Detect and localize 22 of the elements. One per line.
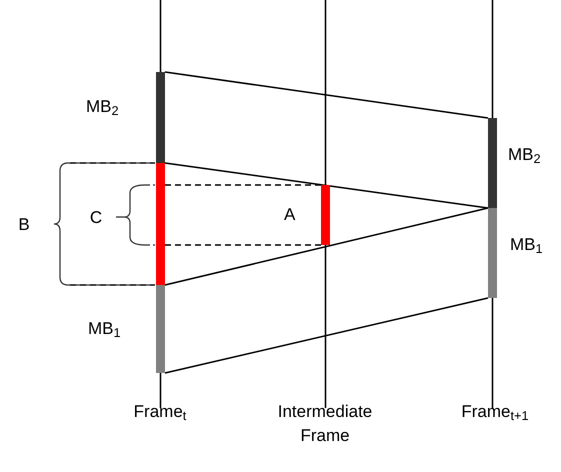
motion-line	[164, 162, 488, 209]
frame-label: Frame$_{t+1}$	[460, 401, 530, 424]
dashed-guide-line	[165, 244, 321, 246]
block-bar	[321, 185, 330, 245]
motion-line	[164, 71, 488, 119]
block-bar	[488, 208, 497, 298]
block-label: MB$_{2}$	[508, 146, 541, 163]
brace-label: C	[88, 207, 104, 229]
block-bar	[156, 72, 165, 163]
motion-line	[164, 207, 488, 286]
block-label: MB$_{2}$	[86, 98, 119, 115]
block-bar	[156, 285, 165, 373]
frame-label: Intermediate Frame	[276, 401, 374, 447]
block-label: A	[284, 206, 296, 223]
brace-label: B	[17, 214, 31, 236]
block-label: MB$_{1}$	[88, 320, 121, 337]
frame-label: Frame$_{t}$	[132, 401, 188, 424]
block-bar	[156, 163, 165, 285]
block-label: MB$_{1}$	[510, 236, 543, 253]
dashed-guide-line	[165, 184, 321, 186]
motion-line	[164, 297, 488, 374]
block-bar	[488, 118, 497, 208]
